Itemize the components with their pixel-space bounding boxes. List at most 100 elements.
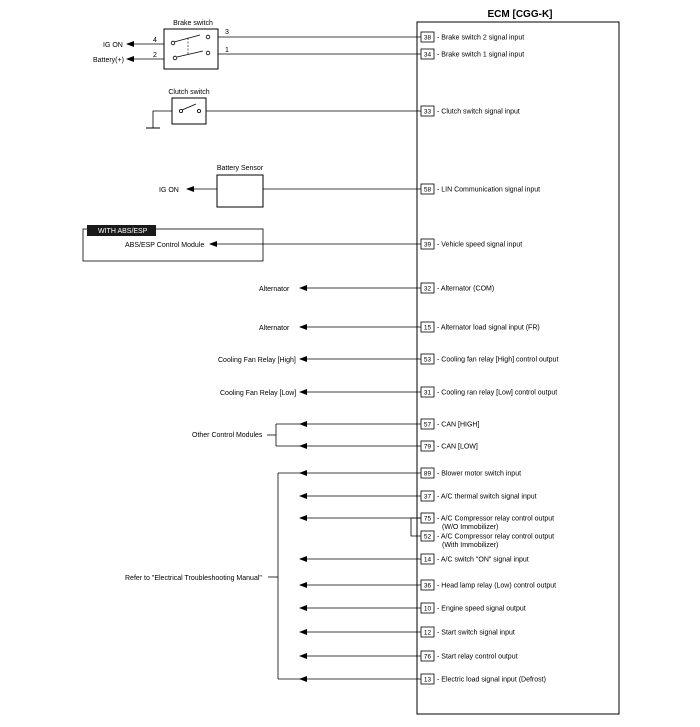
ecm-pin-number: 36 — [424, 583, 432, 590]
abs-box — [82, 228, 264, 262]
ecm-pin-box — [420, 31, 435, 43]
ecm-pin-sublabel: (With Immobilizer) — [442, 542, 498, 549]
refer-label: Refer to "Electrical Troubleshooting Man… — [125, 575, 262, 582]
clutch-switch-contact — [196, 109, 201, 114]
ecm-pin-box — [420, 467, 435, 479]
ecm-pin-box — [420, 282, 435, 294]
ecm-pin-label: - Electric load signal input (Defrost) — [437, 677, 546, 684]
ecm-pin-label: - Alternator (COM) — [437, 286, 494, 293]
ecm-pin-number: 57 — [424, 422, 432, 429]
ecm-pin-box — [420, 650, 435, 662]
brake-switch-contact — [172, 55, 178, 61]
ecm-pin-box — [420, 553, 435, 565]
compressor-pin-jumper — [410, 517, 421, 537]
ecm-pin-number: 89 — [424, 471, 432, 478]
ecm-pin-number: 37 — [424, 494, 432, 501]
ecm-pin-box — [420, 440, 435, 452]
ecm-pin-label: - A/C Compressor relay control output — [437, 534, 554, 541]
ecm-pin-label: - Start switch signal input — [437, 630, 515, 637]
clutch-switch-title: Clutch switch — [168, 89, 209, 96]
ecm-pin-box — [420, 105, 435, 117]
ecm-pin-box — [420, 48, 435, 60]
ecm-pin-label: - Brake switch 1 signal input — [437, 52, 524, 59]
fan-high-label: Cooling Fan Relay [High] — [218, 357, 296, 364]
ecm-pin-label: - A/C switch "ON" signal input — [437, 557, 529, 564]
ecm-pin-number: 15 — [424, 325, 432, 332]
ecm-pin-box — [420, 386, 435, 398]
ecm-pin-label: - Alternator load signal input (FR) — [437, 325, 540, 332]
alternator-com-label: Alternator — [259, 286, 290, 293]
battery-sensor-ig-on: IG ON — [159, 187, 179, 194]
ecm-pin-label: - Engine speed signal output — [437, 606, 526, 613]
brake-switch-contact — [205, 34, 211, 40]
ecm-pin-number: 10 — [424, 606, 432, 613]
ecm-pin-box — [420, 418, 435, 430]
other-modules-label: Other Control Modules — [192, 432, 263, 439]
brake-switch-box — [163, 28, 219, 70]
brake-switch-blade — [176, 50, 204, 58]
ecm-pin-number: 76 — [424, 654, 432, 661]
brake-terminal-3: 3 — [225, 29, 229, 36]
clutch-switch-contact — [178, 109, 183, 114]
ecm-pin-box — [420, 183, 435, 195]
ecm-pin-box — [420, 490, 435, 502]
abs-module-label: ABS/ESP Control Module — [125, 242, 204, 249]
ecm-pin-label: - Head lamp relay (Low) control output — [437, 583, 556, 590]
ecm-pin-label: - Cooling fan relay [High] control outpu… — [437, 357, 558, 364]
ecm-pin-number: 52 — [424, 534, 432, 541]
ecm-pin-number: 33 — [424, 109, 432, 116]
ecm-pin-label: - A/C Compressor relay control output — [437, 516, 554, 523]
brake-switch-contact — [205, 50, 211, 56]
alternator-load-label: Alternator — [259, 325, 290, 332]
abs-option-tab — [87, 225, 156, 236]
abs-option-label: WITH ABS/ESP — [98, 228, 148, 235]
brake-terminal-4: 4 — [153, 37, 157, 44]
ecm-pin-box — [420, 321, 435, 333]
brake-terminal-2: 2 — [153, 52, 157, 59]
brake-terminal-1: 1 — [225, 47, 229, 54]
ecm-pin-label: - Clutch switch signal input — [437, 109, 520, 116]
ecm-pin-number: 31 — [424, 390, 432, 397]
fan-low-label: Cooling Fan Relay [Low] — [220, 390, 296, 397]
brake-switch-blade — [173, 34, 201, 43]
ig-on-label: IG ON — [103, 42, 123, 49]
ecm-pin-number: 75 — [424, 516, 432, 523]
brake-switch-contact — [170, 40, 176, 46]
battery-sensor-box — [216, 174, 264, 208]
ecm-pin-sublabel: (W/O Immobilizer) — [442, 524, 498, 531]
ecm-pin-number: 14 — [424, 557, 432, 564]
ecm-pin-label: - Vehicle speed signal input — [437, 242, 522, 249]
brake-switch-title: Brake switch — [173, 20, 213, 27]
ecm-pin-number: 39 — [424, 242, 432, 249]
ecm-pin-box — [420, 238, 435, 250]
ecm-pin-number: 13 — [424, 677, 432, 684]
ecm-pin-number: 58 — [424, 187, 432, 194]
ecm-pin-rows: 38 - Brake switch 2 signal input 34 - Brake… — [206, 31, 558, 685]
ecm-box — [416, 21, 620, 715]
ecm-pin-label: - Blower motor switch input — [437, 471, 521, 478]
clutch-switch-blade — [181, 103, 197, 111]
ecm-pin-box — [420, 602, 435, 614]
ecm-pin-number: 34 — [424, 52, 432, 59]
ecm-pin-number: 38 — [424, 35, 432, 42]
ecm-pin-label: - Cooling ran relay [Low] control output — [437, 390, 557, 397]
battery-sensor-title: Battery Sensor — [217, 165, 264, 172]
ecm-pin-label: - Start relay control output — [437, 654, 518, 661]
ecm-pin-number: 79 — [424, 444, 432, 451]
ecm-pin-label: - Brake switch 2 signal input — [437, 35, 524, 42]
ecm-pin-label: - LIN Communication signal input — [437, 187, 540, 194]
ecm-pin-label: - CAN [LOW] — [437, 444, 478, 451]
ecm-pin-box — [420, 626, 435, 638]
ecm-pin-box — [420, 673, 435, 685]
ecm-pin-label: - A/C thermal switch signal input — [437, 494, 537, 501]
battery-label: Battery(+) — [93, 57, 124, 64]
ecm-pin-label: - CAN [HIGH] — [437, 422, 479, 429]
ecm-pin-number: 12 — [424, 630, 432, 637]
ecm-pin-number: 53 — [424, 357, 432, 364]
clutch-ground-wire — [152, 110, 172, 128]
ecm-title: ECM [CGG-K] — [488, 9, 553, 20]
ecm-pin-number: 32 — [424, 286, 432, 293]
ecm-pin-box — [420, 579, 435, 591]
ecm-pin-box — [420, 353, 435, 365]
